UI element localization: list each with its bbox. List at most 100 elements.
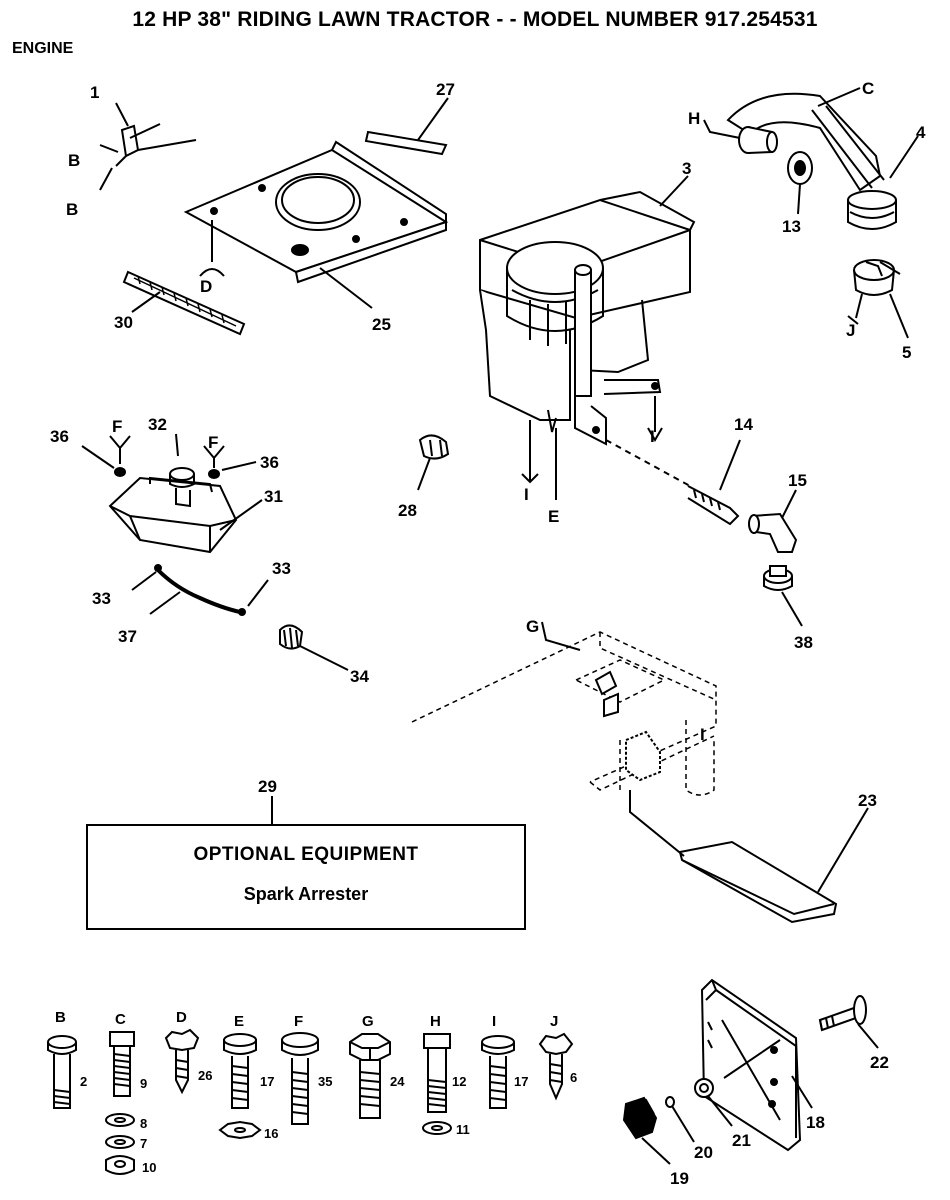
part-23-shield bbox=[629, 790, 869, 924]
hardware-part-2: 2 bbox=[80, 1074, 87, 1089]
part-20-washer bbox=[665, 1096, 695, 1143]
hardware-i-bolt bbox=[481, 1035, 515, 1109]
callout-27: 27 bbox=[436, 80, 455, 99]
hardware-part-26: 26 bbox=[198, 1068, 212, 1083]
callout-29: 29 bbox=[258, 777, 277, 796]
callout-36-right: 36 bbox=[260, 453, 279, 472]
letter-i-3: I bbox=[700, 725, 705, 744]
callout-31: 31 bbox=[264, 487, 283, 506]
part-28-clip bbox=[417, 434, 450, 491]
hardware-part-24: 24 bbox=[390, 1074, 405, 1089]
hardware-letter-d: D bbox=[176, 1009, 187, 1026]
hardware-letter-b: B bbox=[55, 1009, 66, 1026]
hardware-e-bolt bbox=[218, 1033, 262, 1140]
callout-21: 21 bbox=[732, 1131, 751, 1150]
part-36-grommet-right bbox=[203, 445, 257, 479]
letter-g-callout: G bbox=[526, 617, 539, 636]
hardware-c-bolt bbox=[105, 1031, 135, 1175]
callout-23: 23 bbox=[858, 791, 877, 810]
hardware-part-12: 12 bbox=[452, 1074, 466, 1089]
part-1-cable-clamp bbox=[99, 102, 197, 191]
letter-i-2: I bbox=[524, 485, 529, 504]
hardware-letter-j: J bbox=[550, 1013, 558, 1030]
part-5-clamp bbox=[847, 259, 909, 339]
part-19-nut bbox=[622, 1096, 671, 1165]
letter-f-2: F bbox=[208, 433, 218, 452]
hardware-washer-11: 11 bbox=[456, 1122, 470, 1137]
callout-28: 28 bbox=[398, 501, 417, 520]
part-32-fuel-cap bbox=[169, 433, 195, 508]
callout-32: 32 bbox=[148, 415, 167, 434]
part-13-washer bbox=[787, 151, 813, 215]
hardware-letter-f: F bbox=[294, 1013, 303, 1030]
page-title: 12 HP 38" RIDING LAWN TRACTOR - - MODEL … bbox=[132, 8, 818, 31]
hardware-washer-10: 10 bbox=[142, 1160, 156, 1175]
callout-18: 18 bbox=[806, 1113, 825, 1132]
part-27-strip bbox=[364, 97, 449, 156]
part-31-fuel-tank bbox=[108, 476, 263, 554]
callout-30: 30 bbox=[114, 313, 133, 332]
hardware-f-bolt bbox=[281, 1032, 319, 1125]
letter-j-callout: J bbox=[846, 321, 855, 340]
part-14-nipple bbox=[687, 439, 741, 526]
part-22-bolt bbox=[818, 995, 879, 1049]
letter-e-callout: E bbox=[548, 507, 559, 526]
letter-b-2: B bbox=[66, 200, 78, 219]
letter-f-1: F bbox=[112, 417, 122, 436]
frame-outline-dashed bbox=[411, 631, 717, 796]
optional-equipment-item: Spark Arrester bbox=[243, 884, 369, 904]
callout-37: 37 bbox=[118, 627, 137, 646]
part-18-plate bbox=[700, 978, 813, 1152]
hardware-letter-h: H bbox=[430, 1013, 441, 1030]
hardware-j-screw bbox=[538, 1032, 574, 1101]
part-h-bolt bbox=[703, 119, 778, 154]
letter-i-1: I bbox=[650, 427, 655, 446]
callout-3: 3 bbox=[682, 159, 691, 178]
optional-equipment-box: OPTIONAL EQUIPMENT Spark Arrester bbox=[86, 824, 526, 930]
callout-36-left: 36 bbox=[50, 427, 69, 446]
hardware-g-bolt bbox=[349, 1033, 391, 1119]
section-label: ENGINE bbox=[12, 40, 74, 57]
hardware-letter-c: C bbox=[115, 1011, 126, 1028]
callout-38: 38 bbox=[794, 633, 813, 652]
hardware-h-bolt bbox=[422, 1033, 452, 1135]
callout-20: 20 bbox=[694, 1143, 713, 1162]
letter-c-callout: C bbox=[862, 79, 874, 98]
letter-d-callout: D bbox=[200, 277, 212, 296]
letter-h-callout: H bbox=[688, 109, 700, 128]
part-38-plug bbox=[763, 565, 803, 627]
part-37-fuel-line bbox=[131, 564, 269, 616]
callout-14: 14 bbox=[734, 415, 753, 434]
hardware-letter-g: G bbox=[362, 1013, 374, 1030]
part-15-elbow bbox=[748, 489, 798, 553]
hardware-letter-i: I bbox=[492, 1013, 496, 1030]
callout-19: 19 bbox=[670, 1169, 689, 1188]
hardware-d-screw bbox=[164, 1028, 200, 1095]
hardware-part-9: 9 bbox=[140, 1076, 147, 1091]
hardware-washer-16: 16 bbox=[264, 1126, 278, 1141]
callout-33-left: 33 bbox=[92, 589, 111, 608]
optional-equipment-heading: OPTIONAL EQUIPMENT bbox=[193, 844, 419, 865]
hardware-part-35: 35 bbox=[318, 1074, 332, 1089]
part-3-engine bbox=[479, 175, 696, 500]
callout-1: 1 bbox=[90, 83, 99, 102]
part-4-air-tube bbox=[726, 87, 919, 230]
hardware-part-17-i: 17 bbox=[514, 1074, 528, 1089]
hardware-washer-8: 8 bbox=[140, 1116, 147, 1131]
callout-25: 25 bbox=[372, 315, 391, 334]
callout-13: 13 bbox=[782, 217, 801, 236]
hardware-letter-e: E bbox=[234, 1013, 244, 1030]
callout-5: 5 bbox=[902, 343, 911, 362]
hardware-part-6: 6 bbox=[570, 1070, 577, 1085]
hardware-part-17-e: 17 bbox=[260, 1074, 274, 1089]
part-30-strip bbox=[122, 270, 246, 336]
part-36-grommet-left bbox=[81, 435, 131, 477]
hardware-washer-7: 7 bbox=[140, 1136, 147, 1151]
frame-bracket bbox=[541, 621, 661, 782]
part-21-washer bbox=[694, 1078, 733, 1127]
callout-34: 34 bbox=[350, 667, 369, 686]
callout-22: 22 bbox=[870, 1053, 889, 1072]
callout-15: 15 bbox=[788, 471, 807, 490]
part-34-fitting bbox=[279, 624, 349, 671]
letter-b-1: B bbox=[68, 151, 80, 170]
